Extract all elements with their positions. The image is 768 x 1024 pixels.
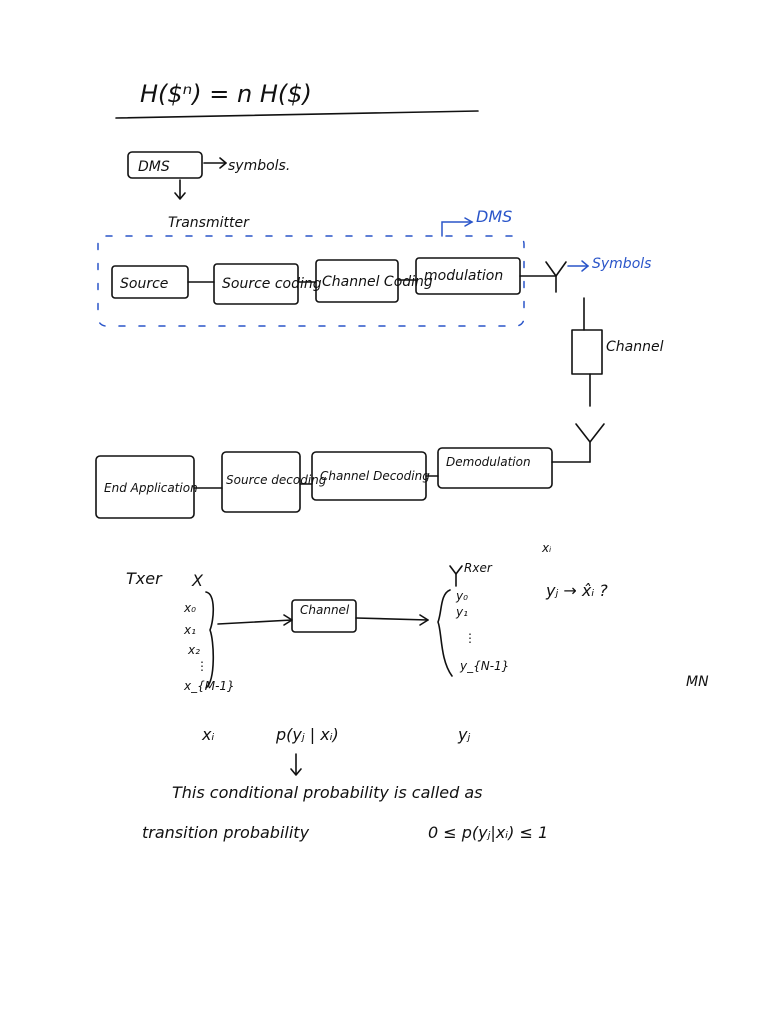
input-xm1: x_{M-1} (183, 679, 235, 693)
input-x0: x₀ (183, 601, 196, 615)
symbols-note: symbols. (228, 158, 290, 174)
input-brace (205, 591, 215, 689)
tx-antenna-icon (545, 261, 567, 277)
rx-block-demodulation (437, 447, 553, 489)
output-dots: ⋮ (464, 631, 476, 645)
dms-arrowhead (219, 157, 227, 169)
model-channel-box (291, 599, 357, 633)
input-x2: x₂ (187, 643, 200, 657)
dms-box (127, 151, 203, 179)
rx-antenna-icon (575, 423, 605, 443)
header-underline (115, 110, 479, 119)
estimate-label: yⱼ → x̂ᵢ ? (545, 581, 608, 600)
model-arrow-out-head (419, 614, 429, 626)
rx-block-source-decoding (221, 451, 301, 513)
dms-group-label: DMS (476, 207, 512, 226)
model-channel-label: Channel (300, 603, 350, 617)
output-yn1: y_{N-1} (459, 659, 509, 673)
input-x1: x₁ (183, 623, 196, 637)
x-label: X (191, 571, 204, 590)
dms-label: DMS (138, 159, 170, 175)
tx-block-modulation-label: modulation (424, 268, 503, 284)
transition-prob: p(yⱼ | xᵢ) (275, 725, 339, 744)
channel-label: Channel (606, 339, 664, 355)
output-brace (437, 589, 453, 677)
channel-box (571, 329, 603, 375)
output-y1: y₁ (455, 605, 468, 619)
prob-bound: 0 ≤ p(yⱼ|xᵢ) ≤ 1 (428, 823, 548, 842)
xi-top-label: xᵢ (541, 541, 551, 555)
rx-block-demodulation-label: Demodulation (446, 455, 531, 469)
transmitter-label: Transmitter (168, 215, 250, 231)
rxer-label: Rxer (464, 561, 493, 575)
prob-down-arrowhead (290, 768, 302, 776)
transition-prob-text: transition probability (142, 823, 310, 842)
input-dots: ⋮ (196, 659, 208, 673)
model-arrow-in (217, 619, 293, 625)
dms-group-pointer (441, 221, 473, 237)
entropy-equation: H($ⁿ) = n H($) (140, 80, 312, 108)
rx-small-antenna-icon (449, 565, 463, 575)
tx-block-channel-coding-label: Channel Coding (322, 274, 433, 290)
rx-block-channel-decoding-label: Channel Decoding (320, 469, 430, 483)
dms-down-arrowhead (174, 192, 186, 200)
rx-block-end-application-label: End Application (104, 481, 198, 495)
txer-label: Txer (126, 569, 163, 588)
tx-block-source-coding-label: Source coding (222, 276, 322, 292)
model-arrow-out (355, 617, 429, 621)
tx-block-source-coding (213, 263, 299, 305)
symbols-arrowhead (581, 260, 590, 272)
conditional-prob-text: This conditional probability is called a… (172, 783, 482, 802)
dms-group-arrowhead (464, 217, 474, 227)
mn-label: MN (686, 674, 709, 690)
bottom-yj: yⱼ (457, 725, 470, 744)
bottom-xi: xᵢ (201, 725, 214, 744)
transmitter-group-outline (97, 235, 525, 327)
rx-block-end-application (95, 455, 195, 519)
tx-block-source-label: Source (120, 276, 168, 292)
output-y0: y₀ (455, 589, 468, 603)
tx-block-channel-coding (315, 259, 399, 303)
symbols-output-label: Symbols (592, 256, 651, 272)
